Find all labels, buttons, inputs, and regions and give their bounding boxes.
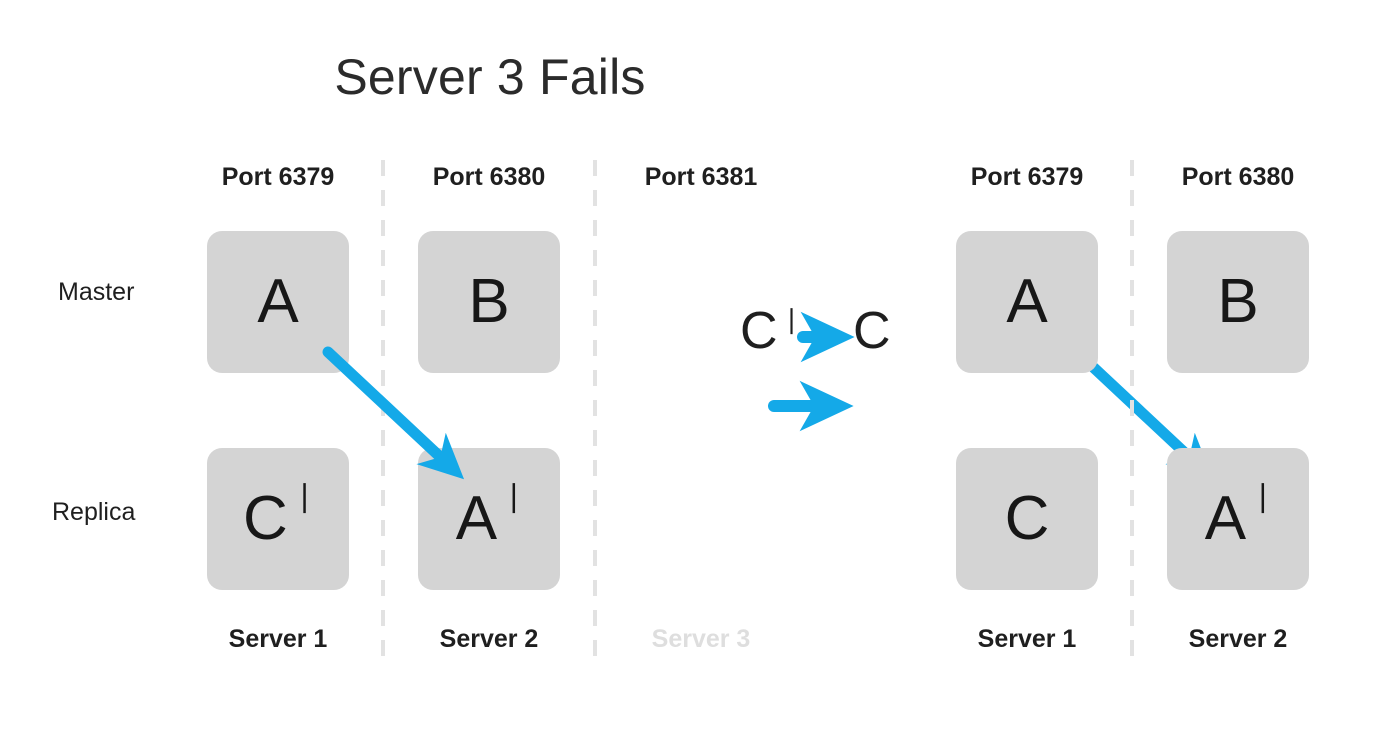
middle-to-letter: C bbox=[853, 302, 891, 360]
node-left-master-2[interactable]: B bbox=[418, 231, 560, 373]
node-letter: B bbox=[468, 267, 510, 336]
prime-mark-icon: ❘ bbox=[501, 480, 527, 513]
port-label-left-1: Port 6379 bbox=[221, 163, 335, 191]
prime-mark-icon: ❘ bbox=[1250, 480, 1276, 513]
port-label-left-3: Port 6381 bbox=[644, 163, 758, 191]
column-divider-left-1 bbox=[381, 160, 385, 660]
middle-from-letter: C bbox=[740, 302, 778, 360]
server-label-left-2: Server 2 bbox=[439, 625, 539, 653]
node-letter: C bbox=[1004, 484, 1050, 553]
node-right-master-2[interactable]: B bbox=[1167, 231, 1309, 373]
middle-transition-from: C❘ bbox=[740, 302, 802, 360]
node-letter: A bbox=[257, 267, 299, 336]
column-divider-left-2 bbox=[593, 160, 597, 660]
node-letter: A bbox=[455, 484, 498, 553]
node-letter: A bbox=[1204, 484, 1247, 553]
node-left-master-1[interactable]: A bbox=[207, 231, 349, 373]
prime-mark-icon: ❘ bbox=[780, 304, 803, 334]
page-title: Server 3 Fails bbox=[334, 49, 646, 105]
node-right-replica-2[interactable]: A ❘ bbox=[1167, 448, 1309, 590]
node-left-replica-1[interactable]: C ❘ bbox=[207, 448, 349, 590]
row-label-replica: Replica bbox=[52, 498, 136, 526]
node-right-replica-1[interactable]: C bbox=[956, 448, 1098, 590]
server-label-left-3-failed: Server 3 bbox=[651, 625, 751, 653]
middle-transition-to: C bbox=[853, 305, 891, 357]
node-left-replica-2[interactable]: A ❘ bbox=[418, 448, 560, 590]
row-label-master: Master bbox=[58, 278, 135, 306]
node-letter: B bbox=[1217, 267, 1259, 336]
prime-mark-icon: ❘ bbox=[291, 480, 317, 513]
port-label-left-2: Port 6380 bbox=[432, 163, 546, 191]
column-divider-right-1 bbox=[1130, 160, 1134, 660]
server-label-right-2: Server 2 bbox=[1188, 625, 1288, 653]
port-label-right-2: Port 6380 bbox=[1181, 163, 1295, 191]
node-letter: C bbox=[243, 484, 288, 553]
node-right-master-1[interactable]: A bbox=[956, 231, 1098, 373]
port-label-right-1: Port 6379 bbox=[970, 163, 1084, 191]
node-letter: A bbox=[1006, 267, 1048, 336]
server-label-left-1: Server 1 bbox=[228, 625, 328, 653]
server-label-right-1: Server 1 bbox=[977, 625, 1077, 653]
